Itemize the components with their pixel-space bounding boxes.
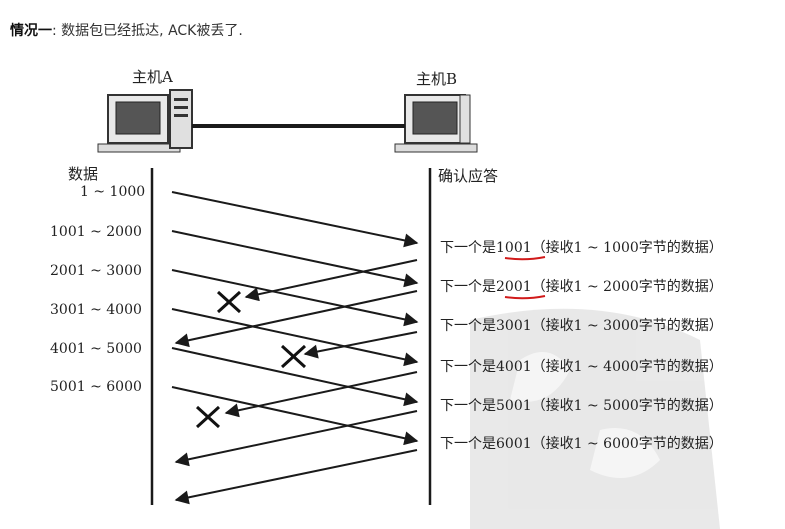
host-b-computer-icon (394, 94, 478, 153)
watermark-seal (470, 308, 720, 529)
ack-arrow-lost (224, 371, 418, 418)
data-arrow (171, 308, 419, 367)
host-b-label: 主机B (416, 70, 457, 88)
segment-label: 1 ~ 1000 (80, 184, 145, 200)
segment-label: 2001 ~ 3000 (50, 263, 142, 279)
segment-label: 4001 ~ 5000 (50, 341, 142, 357)
segment-label: 3001 ~ 4000 (50, 302, 142, 318)
segment-label: 1001 ~ 2000 (50, 224, 142, 240)
host-a-label: 主机A (132, 68, 173, 86)
lost-x-icon (280, 344, 307, 369)
data-header: 数据 (68, 165, 98, 183)
lost-x-icon (195, 405, 221, 429)
ack-label: 下一个是2001（接收1 ~ 2000字节的数据） (440, 278, 723, 295)
host-a-computer-icon (97, 89, 193, 153)
ack-label: 下一个是5001（接收1 ~ 5000字节的数据） (440, 397, 723, 414)
ack-arrow (174, 290, 418, 348)
ack-arrow (174, 449, 418, 505)
lost-x-icon (216, 290, 242, 314)
caption: 情况一: 数据包已经抵达, ACK被丢了. (10, 20, 243, 40)
ack-label: 下一个是3001（接收1 ~ 3000字节的数据） (440, 317, 723, 334)
ack-label: 下一个是1001（接收1 ~ 1000字节的数据） (440, 239, 723, 256)
data-arrow (171, 347, 419, 407)
caption-title: 情况一 (10, 23, 52, 39)
data-arrow (171, 191, 419, 248)
ack-header: 确认应答 (438, 167, 498, 185)
data-arrow (171, 230, 419, 288)
ack-arrow (174, 410, 418, 467)
ack-label: 下一个是6001（接收1 ~ 6000字节的数据） (440, 435, 723, 452)
ack-label: 下一个是4001（接收1 ~ 4000字节的数据） (440, 358, 723, 375)
data-arrow (171, 386, 419, 446)
data-arrow (171, 269, 419, 327)
caption-text: : 数据包已经抵达, ACK被丢了. (52, 23, 243, 39)
ack-arrow-lost (303, 331, 418, 359)
highlight-underline (504, 256, 546, 261)
segment-label: 5001 ~ 6000 (50, 379, 142, 395)
highlight-underline (504, 295, 546, 300)
ack-arrow-lost (244, 259, 418, 302)
